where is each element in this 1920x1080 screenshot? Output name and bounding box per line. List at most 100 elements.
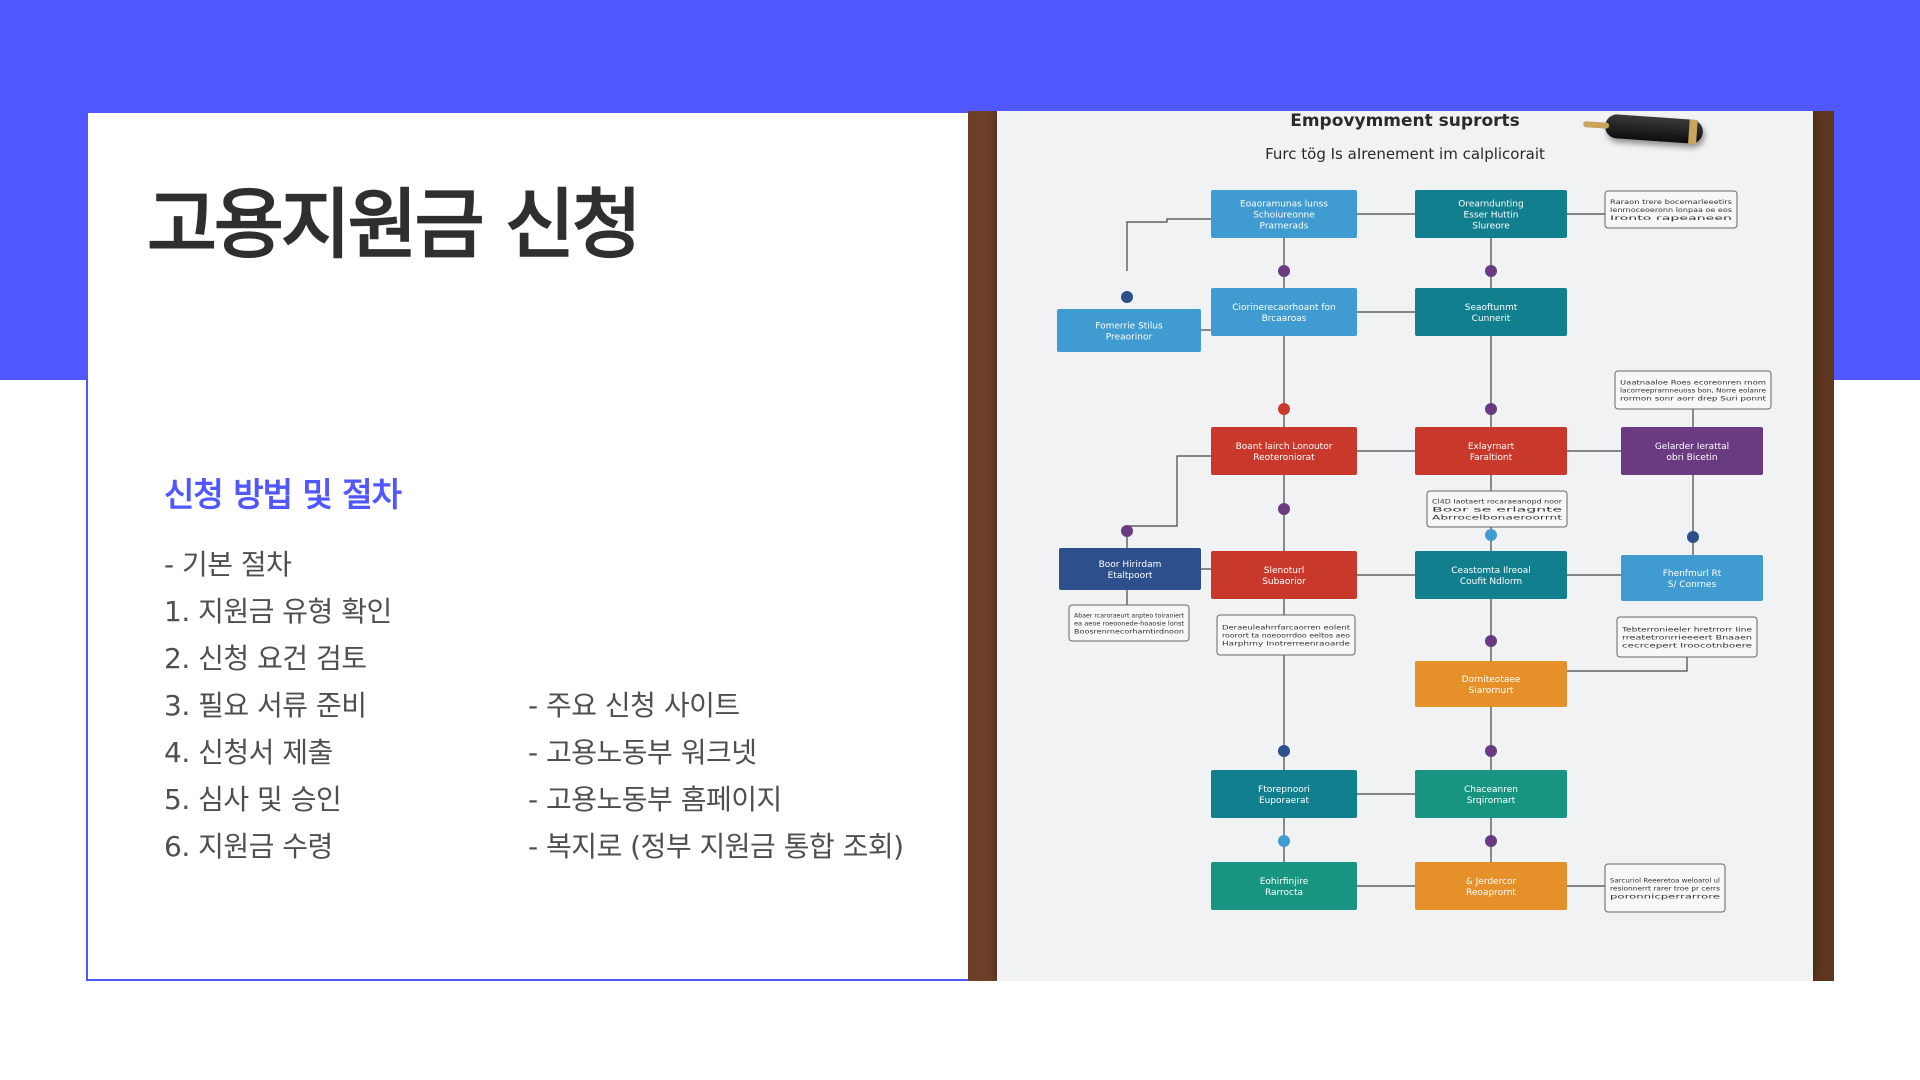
svg-text:Euporaerat: Euporaerat	[1259, 796, 1310, 806]
step-marker-icon	[1278, 503, 1290, 515]
svg-text:Cl4D Iaotaert rocaraeanopd noo: Cl4D Iaotaert rocaraeanopd noor	[1432, 499, 1563, 506]
procedure-step: - 기본 절차	[164, 548, 292, 581]
svg-text:Ienrnoceoeronn lonpaa oe eos: Ienrnoceoeronn lonpaa oe eos	[1610, 207, 1732, 214]
svg-text:Coufit Ndlorm: Coufit Ndlorm	[1460, 577, 1522, 587]
flowchart-note: Raraon trere bocemarleeetirsIenrnoceoero…	[1604, 190, 1738, 229]
svg-text:Reoteroniorat: Reoteroniorat	[1253, 453, 1315, 463]
svg-text:Preaorinor: Preaorinor	[1106, 333, 1153, 343]
svg-text:Deraeuleahrrfarcaorren eolent: Deraeuleahrrfarcaorren eolent	[1222, 625, 1351, 632]
svg-text:Ceastomta Ilreoal: Ceastomta Ilreoal	[1451, 566, 1530, 576]
svg-text:S/ Conrnes: S/ Conrnes	[1668, 580, 1717, 590]
svg-text:Dorniteotaee: Dorniteotaee	[1462, 675, 1521, 685]
slide-title: 고용지원금 신청	[147, 180, 642, 269]
svg-text:ea aeoe roeoonede-hoaosie lons: ea aeoe roeoonede-hoaosie lonst	[1074, 621, 1185, 628]
connector-line	[1126, 455, 1211, 548]
flowchart-title: Empovymment suprorts	[1290, 111, 1520, 131]
svg-text:Slureore: Slureore	[1472, 222, 1510, 232]
svg-text:& Jerdercor: & Jerdercor	[1466, 877, 1517, 887]
application-site: - 복지로 (정부 지원금 통합 조회)	[528, 830, 904, 863]
svg-text:poronnicperrarrore: poronnicperrarrore	[1610, 894, 1721, 901]
svg-text:Subaorior: Subaorior	[1262, 577, 1306, 587]
svg-text:Ironto rapeaneen: Ironto rapeaneen	[1610, 215, 1732, 222]
step-marker-icon	[1485, 635, 1497, 647]
step-marker-icon	[1485, 403, 1497, 415]
flowchart-subtitle: Furc tög Is aIrenement im calplicorait	[1265, 145, 1545, 163]
flowchart-photo: Empovymment suprorts Furc tög Is aIrenem…	[968, 111, 1834, 981]
step-marker-icon	[1485, 745, 1497, 757]
step-marker-icon	[1485, 529, 1497, 541]
procedure-step: 6. 지원금 수령	[164, 830, 333, 863]
procedure-step: 2. 신청 요건 검토	[164, 642, 367, 675]
flowchart-diagram: Eoaoramunas lunssSchoiureonnePrarneradsO…	[1057, 190, 1772, 913]
procedure-steps-list: - 기본 절차 1. 지원금 유형 확인 2. 신청 요건 검토 3. 필요 서…	[164, 541, 392, 870]
step-marker-icon	[1121, 525, 1133, 537]
step-marker-icon	[1278, 265, 1290, 277]
connector-line	[1126, 218, 1211, 271]
svg-text:Seaoftunmt: Seaoftunmt	[1465, 303, 1518, 313]
step-marker-icon	[1485, 835, 1497, 847]
svg-text:Fhenfmurl Rt: Fhenfmurl Rt	[1663, 569, 1722, 579]
svg-text:Schoiureonne: Schoiureonne	[1253, 211, 1315, 221]
step-marker-icon	[1278, 403, 1290, 415]
svg-text:Cunnerit: Cunnerit	[1472, 314, 1511, 324]
svg-text:Reoaprornt: Reoaprornt	[1466, 888, 1516, 898]
application-site: - 주요 신청 사이트	[528, 689, 740, 722]
svg-text:obri Bicetin: obri Bicetin	[1666, 453, 1717, 463]
svg-text:Slenoturl: Slenoturl	[1264, 566, 1304, 576]
svg-text:Boosrenrnecorhamtirdnoon: Boosrenrnecorhamtirdnoon	[1074, 629, 1184, 636]
section-heading: 신청 방법 및 절차	[164, 475, 402, 514]
svg-text:Prarnerads: Prarnerads	[1260, 222, 1309, 232]
svg-text:cecrcepert Iroocotnboere: cecrcepert Iroocotnboere	[1622, 643, 1753, 650]
slide-card: 고용지원금 신청 신청 방법 및 절차 - 기본 절차 1. 지원금 유형 확인…	[86, 111, 1834, 981]
svg-text:Brcaaroas: Brcaaroas	[1262, 314, 1307, 324]
flowchart-paper: Empovymment suprorts Furc tög Is aIrenem…	[997, 111, 1813, 981]
flowchart-box: Fhenfmurl RtS/ Conrnes	[1621, 555, 1763, 601]
svg-text:Sarcuriol Reeeretoa weloarol u: Sarcuriol Reeeretoa weloarol ul	[1610, 878, 1720, 885]
svg-text:Eohirfinjire: Eohirfinjire	[1260, 877, 1309, 887]
step-marker-icon	[1687, 531, 1699, 543]
svg-text:Tebterronieeler hretrrorr Iine: Tebterronieeler hretrrorr Iine	[1620, 627, 1752, 634]
svg-text:Faraltiont: Faraltiont	[1470, 453, 1513, 463]
svg-text:Esser Huttin: Esser Huttin	[1464, 211, 1519, 221]
svg-text:Chaceanren: Chaceanren	[1464, 785, 1518, 795]
svg-text:Raraon trere bocemarleeetirs: Raraon trere bocemarleeetirs	[1610, 199, 1732, 206]
flowchart-note: Sarcuriol Reeeretoa weloarol ulresionner…	[1604, 863, 1726, 913]
step-marker-icon	[1278, 835, 1290, 847]
procedure-step: 1. 지원금 유형 확인	[164, 595, 392, 628]
svg-text:Harphrny Inotrerreenraoarde: Harphrny Inotrerreenraoarde	[1222, 641, 1350, 648]
application-site: - 고용노동부 워크넷	[528, 736, 757, 769]
step-marker-icon	[1278, 745, 1290, 757]
svg-text:Exlayrnart: Exlayrnart	[1468, 442, 1515, 452]
svg-text:Srqirornart: Srqirornart	[1467, 796, 1516, 806]
svg-text:Abaer rcaroraeurt anpteo toira: Abaer rcaroraeurt anpteo toiraniert	[1074, 613, 1185, 620]
application-site: - 고용노동부 홈페이지	[528, 783, 782, 816]
svg-text:Orearndunting: Orearndunting	[1458, 200, 1523, 210]
svg-text:Boor se erlagnte: Boor se erlagnte	[1432, 507, 1563, 514]
procedure-step: 5. 심사 및 승인	[164, 783, 342, 816]
svg-text:Uaatnaaloe Roes ecoreonren rno: Uaatnaaloe Roes ecoreonren rnom	[1620, 380, 1766, 387]
step-marker-icon	[1121, 291, 1133, 303]
svg-text:rreatetronrrieeeert Bnaaen: rreatetronrrieeeert Bnaaen	[1622, 635, 1752, 642]
svg-text:Gelarder Ierattal: Gelarder Ierattal	[1655, 442, 1729, 452]
svg-text:rormon sonr aorr drep Suri pon: rormon sonr aorr drep Suri ponnt	[1620, 396, 1767, 403]
step-marker-icon	[1485, 265, 1497, 277]
svg-text:Abrrocelbonaeroorrnt: Abrrocelbonaeroorrnt	[1432, 515, 1563, 522]
flowchart-note: Uaatnaaloe Roes ecoreonren rnomlacorreep…	[1614, 370, 1772, 410]
svg-text:Rarrocta: Rarrocta	[1265, 888, 1303, 898]
svg-text:Ftorepnoori: Ftorepnoori	[1258, 785, 1310, 795]
svg-text:Boant lairch Lonoutor: Boant lairch Lonoutor	[1236, 442, 1333, 452]
